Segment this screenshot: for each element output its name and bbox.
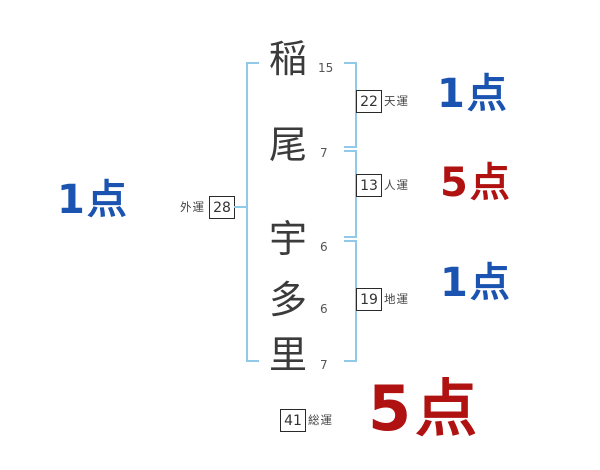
name-char-4-strokes: 6 <box>320 302 328 316</box>
heaven-luck-score: 1点 <box>437 71 509 117</box>
outer-luck-connector-line <box>234 206 246 208</box>
name-char-5: 里 <box>268 333 307 377</box>
name-char-3-strokes: 6 <box>320 240 328 254</box>
outer-luck-value-box: 28 <box>209 196 235 219</box>
earth-luck-label: 地運 <box>384 292 409 306</box>
person-luck-label: 人運 <box>384 178 409 192</box>
person-luck-value-box: 13 <box>356 174 382 197</box>
outer-luck-score: 1点 <box>57 177 129 223</box>
earth-luck-score: 1点 <box>440 260 512 306</box>
name-char-3: 宇 <box>268 217 307 261</box>
total-luck-value-box: 41 <box>280 409 306 432</box>
name-char-5-strokes: 7 <box>320 358 328 372</box>
heaven-luck-value-box: 22 <box>356 90 382 113</box>
outer-luck-label: 外運 <box>180 200 205 214</box>
name-char-1-strokes: 15 <box>318 61 334 75</box>
name-char-2: 尾 <box>268 123 307 167</box>
person-luck-score: 5点 <box>440 160 512 206</box>
full-name-bracket <box>246 62 259 362</box>
name-char-2-strokes: 7 <box>320 146 328 160</box>
total-luck-score: 5点 <box>368 372 482 445</box>
heaven-luck-label: 天運 <box>384 94 409 108</box>
total-luck-label: 総運 <box>308 413 333 427</box>
name-char-4: 多 <box>268 278 307 322</box>
earth-luck-value-box: 19 <box>356 288 382 311</box>
name-char-1: 稲 <box>268 37 307 81</box>
